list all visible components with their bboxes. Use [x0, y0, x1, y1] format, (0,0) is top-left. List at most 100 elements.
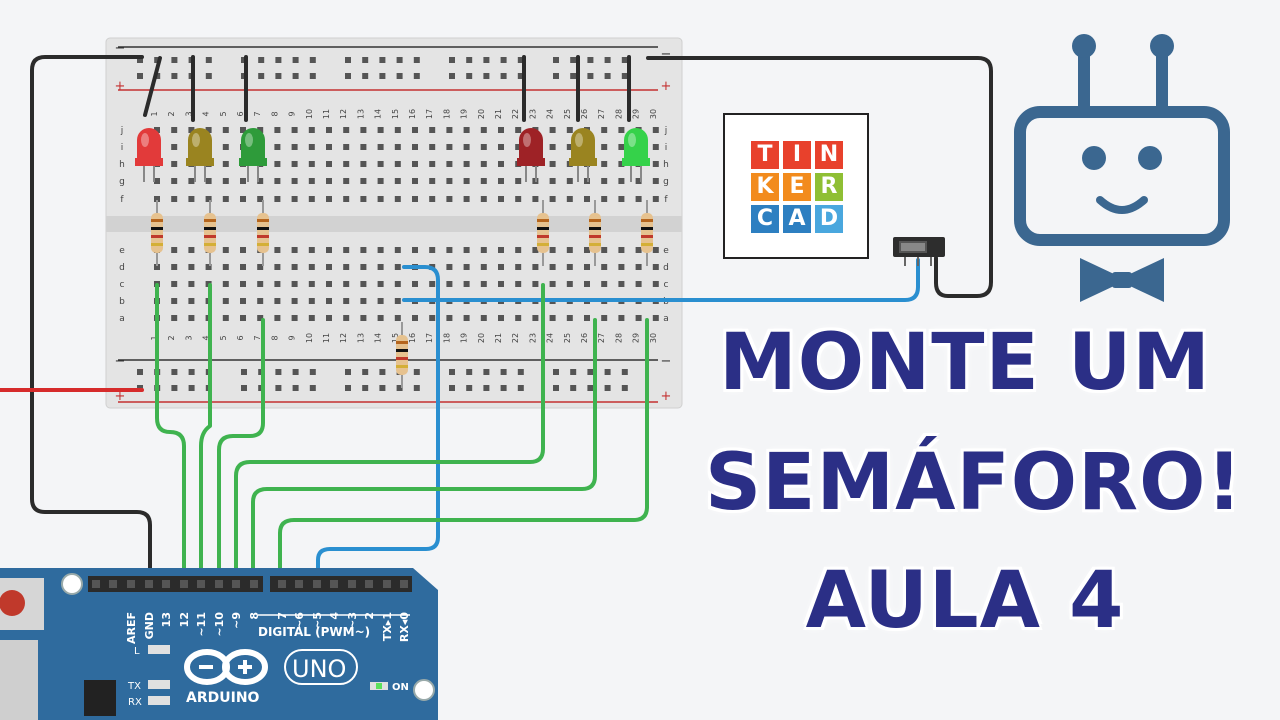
header-pin — [127, 580, 135, 588]
breadboard-hole — [377, 247, 384, 253]
row-letter: c — [120, 280, 125, 290]
breadboard-hole — [222, 298, 229, 304]
breadboard-hole — [412, 161, 418, 167]
pin-label: GND — [143, 612, 156, 639]
header-pin — [330, 580, 338, 588]
breadboard-hole — [171, 264, 178, 270]
tinkercad-letter: T — [751, 141, 779, 169]
header-pin — [215, 580, 223, 588]
breadboard-hole — [635, 264, 642, 270]
pin-label: 2 — [363, 612, 376, 620]
breadboard-hole — [601, 281, 608, 287]
rail-hole — [241, 369, 247, 375]
breadboard-hole — [377, 315, 384, 321]
header-pin — [162, 580, 170, 588]
breadboard-hole — [326, 315, 332, 321]
breadboard-hole — [343, 127, 350, 133]
column-number: 27 — [597, 109, 606, 119]
breadboard-hole — [601, 161, 608, 167]
rail-hole — [205, 73, 212, 79]
rail-hole — [171, 73, 178, 79]
column-number: 9 — [288, 111, 297, 116]
column-number: 14 — [374, 109, 383, 119]
breadboard-hole — [463, 264, 470, 270]
breadboard-hole — [291, 281, 298, 287]
breadboard-hole — [274, 315, 281, 321]
breadboard-hole — [566, 247, 573, 253]
resistor — [396, 322, 408, 388]
header-pin — [197, 580, 205, 588]
tinkercad-letter: E — [783, 173, 811, 201]
column-number: 11 — [322, 333, 331, 343]
breadboard-hole — [394, 196, 401, 202]
breadboard-hole — [154, 196, 160, 202]
tinkercad-letter: C — [751, 205, 779, 233]
rail-hole — [500, 369, 507, 375]
breadboard-hole — [515, 178, 522, 184]
breadboard-hole — [222, 178, 229, 184]
column-number: 5 — [219, 335, 228, 340]
breadboard-hole — [429, 144, 436, 150]
column-number: 24 — [546, 333, 555, 343]
breadboard-hole — [532, 264, 539, 270]
breadboard-hole — [463, 247, 470, 253]
breadboard-hole — [515, 264, 522, 270]
breadboard-hole — [291, 161, 298, 167]
pin-label: TX▸1 — [381, 612, 394, 641]
breadboard-hole — [394, 264, 401, 270]
row-letter: g — [119, 177, 125, 187]
column-number: 29 — [632, 109, 641, 119]
breadboard-hole — [566, 196, 573, 202]
breadboard-hole — [222, 281, 229, 287]
breadboard-hole — [274, 196, 281, 202]
column-number: 7 — [253, 111, 262, 116]
breadboard-hole — [326, 281, 332, 287]
pin-label: ~11 — [195, 612, 208, 637]
breadboard-hole — [360, 264, 367, 270]
breadboard-hole — [480, 315, 487, 321]
column-number: 23 — [528, 109, 537, 119]
column-number: 19 — [460, 333, 469, 343]
row-letter: a — [663, 314, 669, 324]
headline-line-1: MONTE UM — [719, 318, 1211, 408]
breadboard-hole — [412, 196, 418, 202]
breadboard-hole — [446, 196, 453, 202]
breadboard-hole — [291, 178, 298, 184]
row-letter: h — [663, 160, 669, 170]
breadboard-hole — [566, 264, 573, 270]
breadboard-hole — [601, 144, 608, 150]
row-letter: d — [119, 263, 125, 273]
breadboard-hole — [480, 161, 487, 167]
column-number: 10 — [305, 333, 314, 343]
blue-wire-pin5 — [316, 265, 440, 582]
column-number: 12 — [339, 109, 348, 119]
breadboard-hole — [188, 127, 195, 133]
breadboard-hole — [429, 178, 436, 184]
breadboard-hole — [549, 315, 556, 321]
rail-sign: − — [115, 354, 126, 369]
column-number: 15 — [391, 109, 400, 119]
breadboard-hole — [257, 298, 264, 304]
headline-line-2: SEMÁFORO! — [705, 438, 1243, 528]
breadboard-hole — [652, 161, 659, 167]
pin-label: ~9 — [230, 612, 243, 629]
rail-hole — [483, 73, 490, 79]
rail-sign: + — [115, 79, 126, 94]
rail-hole — [137, 73, 143, 79]
rail-hole — [570, 369, 577, 375]
breadboard-hole — [532, 196, 539, 202]
column-number: 29 — [632, 333, 641, 343]
breadboard-hole — [377, 298, 384, 304]
breadboard-hole — [446, 178, 453, 184]
breadboard-hole — [549, 161, 556, 167]
slide-switch — [893, 237, 945, 266]
breadboard-hole — [480, 144, 487, 150]
rail-hole — [379, 385, 386, 391]
rail-hole — [137, 57, 143, 63]
breadboard-hole — [394, 315, 401, 321]
rail-hole — [466, 57, 473, 63]
breadboard-hole — [601, 264, 608, 270]
breadboard-hole — [257, 178, 264, 184]
row-letter: i — [121, 143, 124, 153]
